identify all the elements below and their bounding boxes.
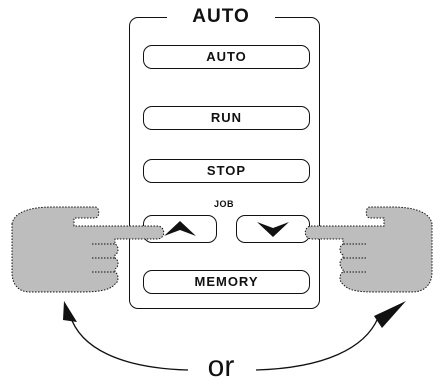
job-label: JOB — [213, 199, 234, 209]
job-down-button[interactable] — [236, 215, 310, 243]
chevron-down-icon — [257, 222, 289, 237]
job-up-button[interactable] — [143, 215, 217, 243]
or-caption: or — [207, 350, 235, 383]
panel-title: AUTO — [167, 4, 275, 30]
chevron-up-icon — [164, 221, 196, 236]
memory-button[interactable]: MEMORY — [143, 270, 310, 294]
run-button[interactable]: RUN — [143, 106, 310, 130]
stop-button[interactable]: STOP — [143, 159, 310, 183]
auto-button[interactable]: AUTO — [143, 45, 310, 69]
